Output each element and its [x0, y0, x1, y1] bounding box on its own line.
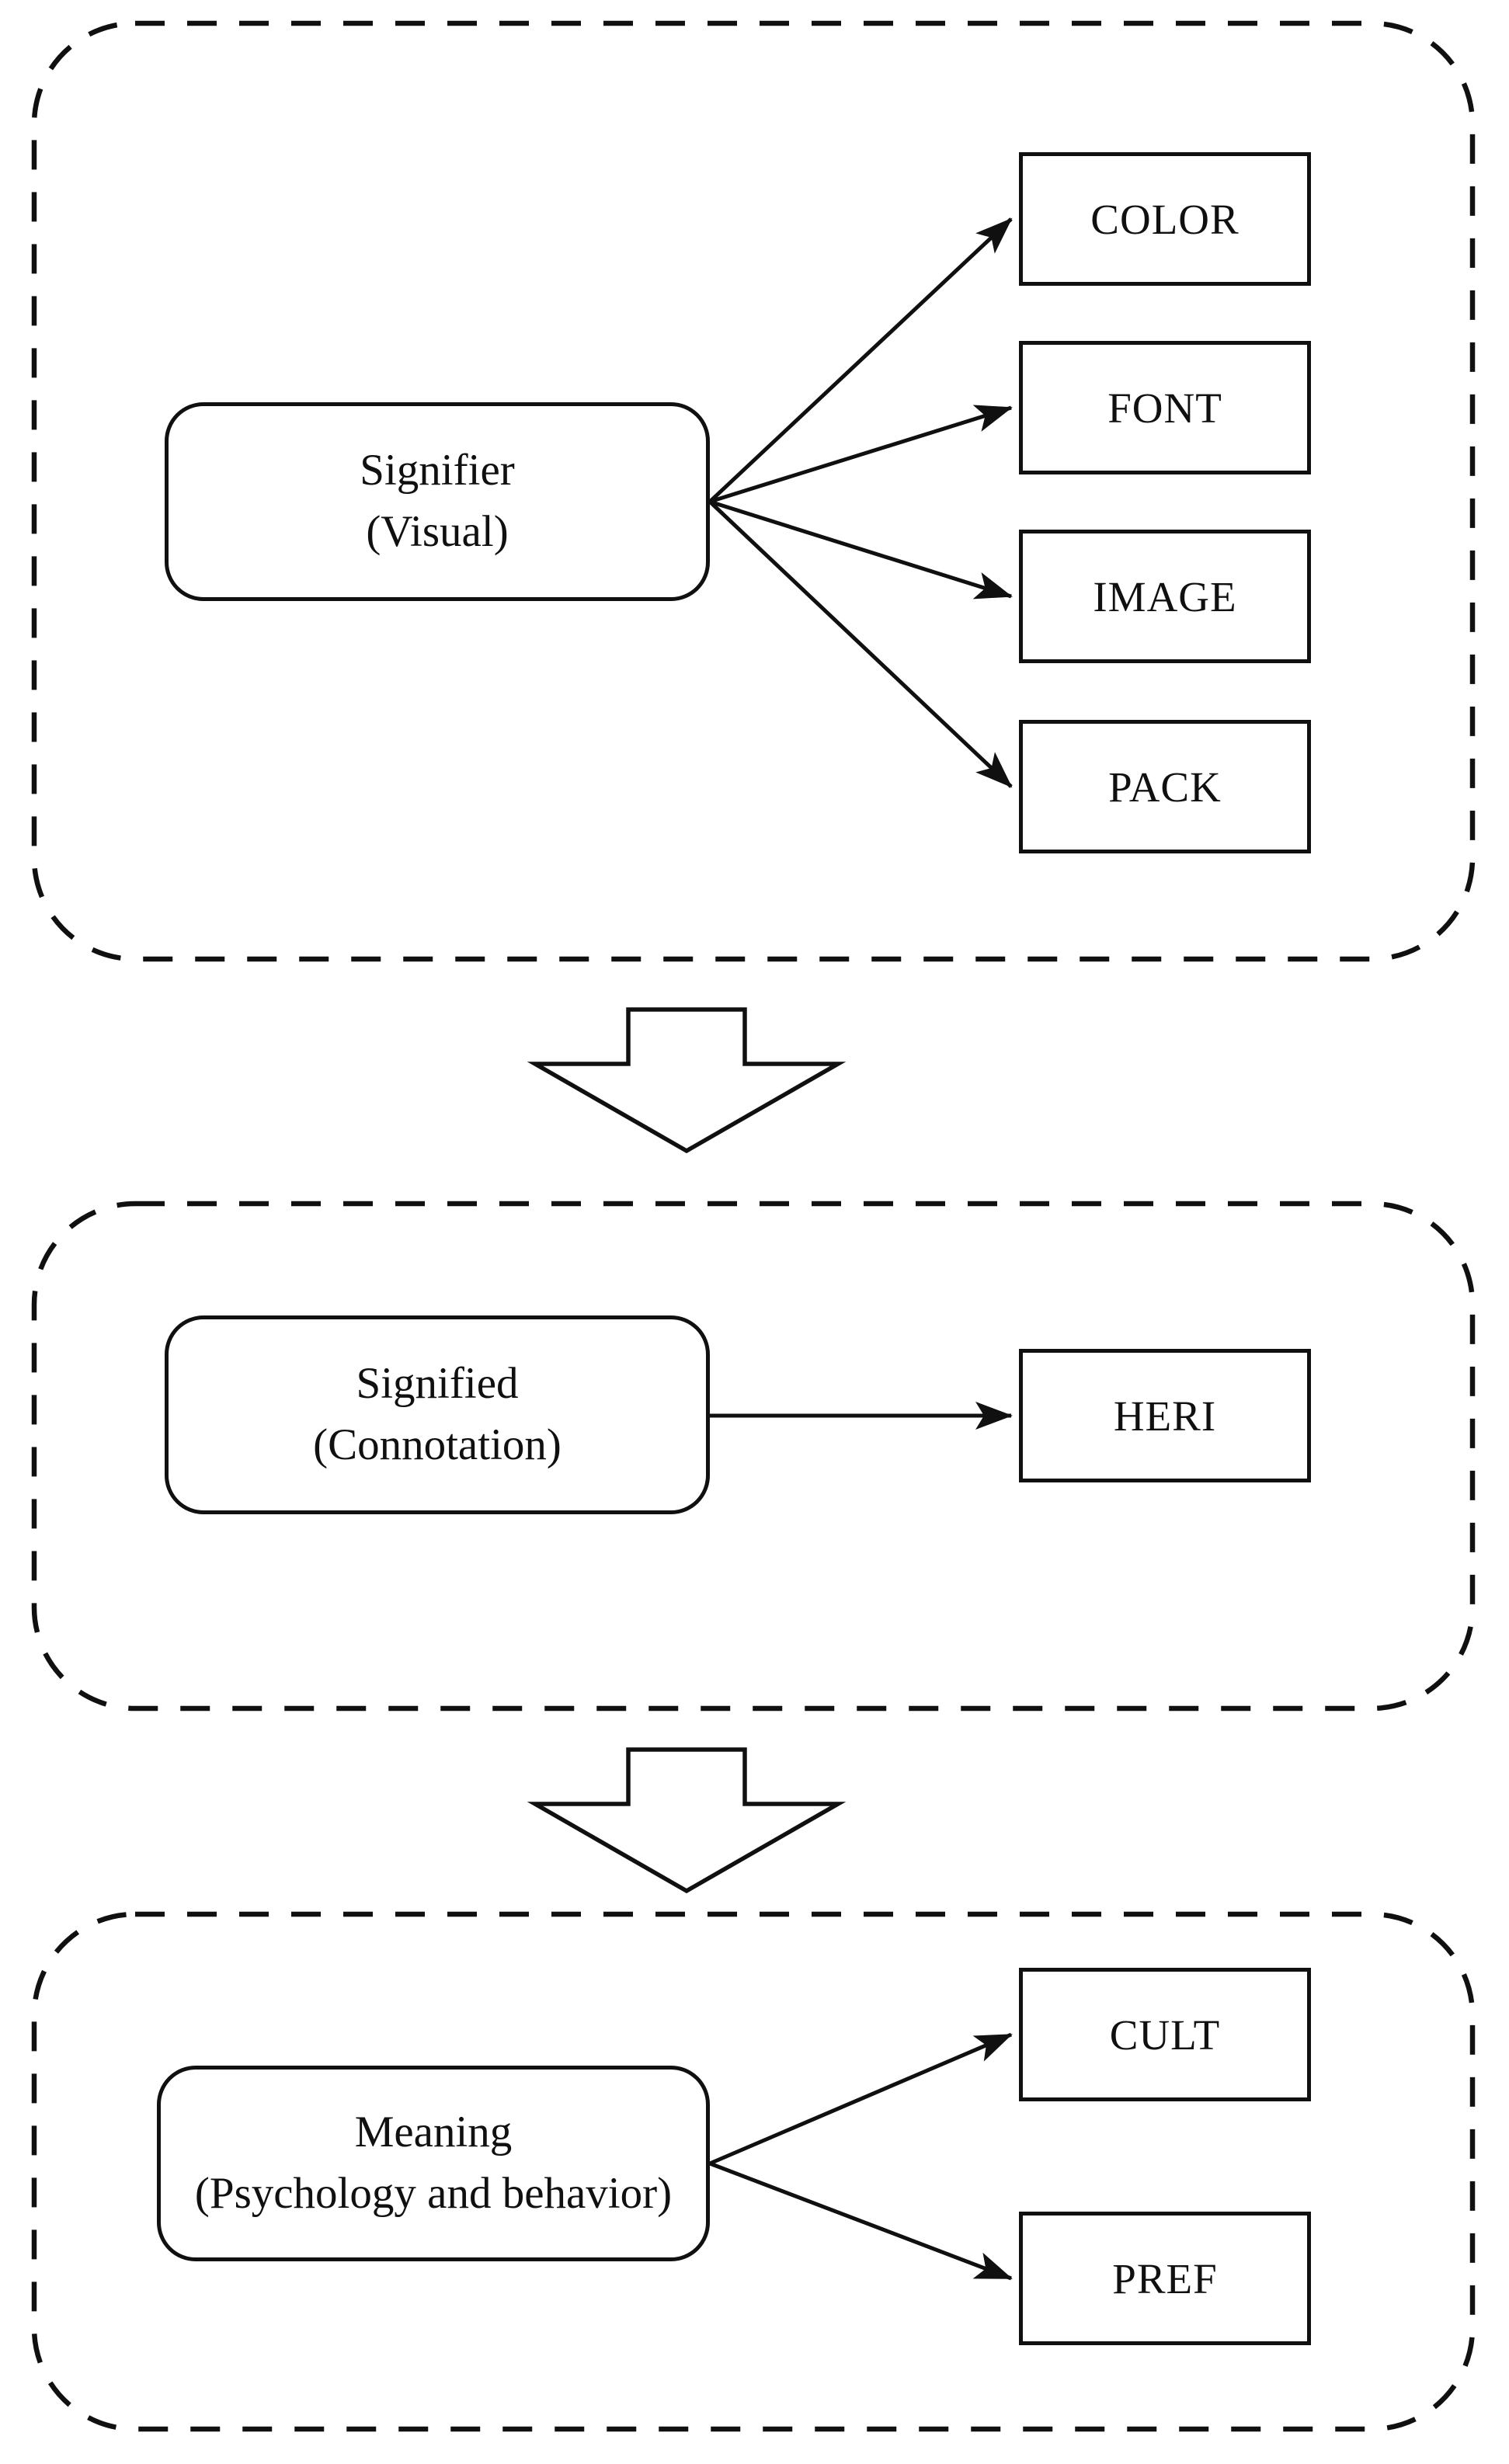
node-pack: PACK [1019, 720, 1311, 853]
node-pack-label: PACK [1108, 763, 1222, 811]
node-signifier: Signifier (Visual) [165, 402, 710, 601]
down-arrow-icon [527, 1747, 847, 1894]
node-pref-label: PREF [1112, 2254, 1218, 2302]
node-signified-line2: (Connotation) [313, 1420, 562, 1469]
node-cult-label: CULT [1109, 2010, 1221, 2059]
down-arrow-icon [527, 1007, 847, 1154]
node-signifier-line2: (Visual) [366, 507, 509, 556]
connector-meaning-pref [709, 2161, 1013, 2281]
node-meaning: Meaning (Psychology and behavior) [157, 2066, 710, 2261]
node-signified: Signified (Connotation) [165, 1315, 710, 1514]
node-image: IMAGE [1019, 530, 1311, 663]
node-font-label: FONT [1107, 384, 1222, 432]
connector-signifier-pack [708, 500, 1013, 788]
connector-signifier-image [709, 499, 1013, 599]
node-image-label: IMAGE [1093, 572, 1237, 620]
node-pref: PREF [1019, 2212, 1311, 2345]
node-color-label: COLOR [1090, 195, 1240, 243]
node-color: COLOR [1019, 152, 1311, 286]
connector-meaning-cult [709, 2032, 1013, 2166]
connector-signifier-color [708, 217, 1013, 503]
node-meaning-line2: (Psychology and behavior) [194, 2169, 673, 2218]
node-signified-line1: Signified [356, 1359, 519, 1409]
node-font: FONT [1019, 341, 1311, 474]
node-cult: CULT [1019, 1968, 1311, 2101]
node-signifier-line1: Signifier [360, 446, 515, 495]
node-heri: HERI [1019, 1349, 1311, 1482]
node-heri-label: HERI [1113, 1392, 1217, 1440]
section-signified-boundary [31, 1201, 1476, 1712]
connector-signifier-font [709, 405, 1013, 504]
node-meaning-line1: Meaning [354, 2108, 513, 2157]
